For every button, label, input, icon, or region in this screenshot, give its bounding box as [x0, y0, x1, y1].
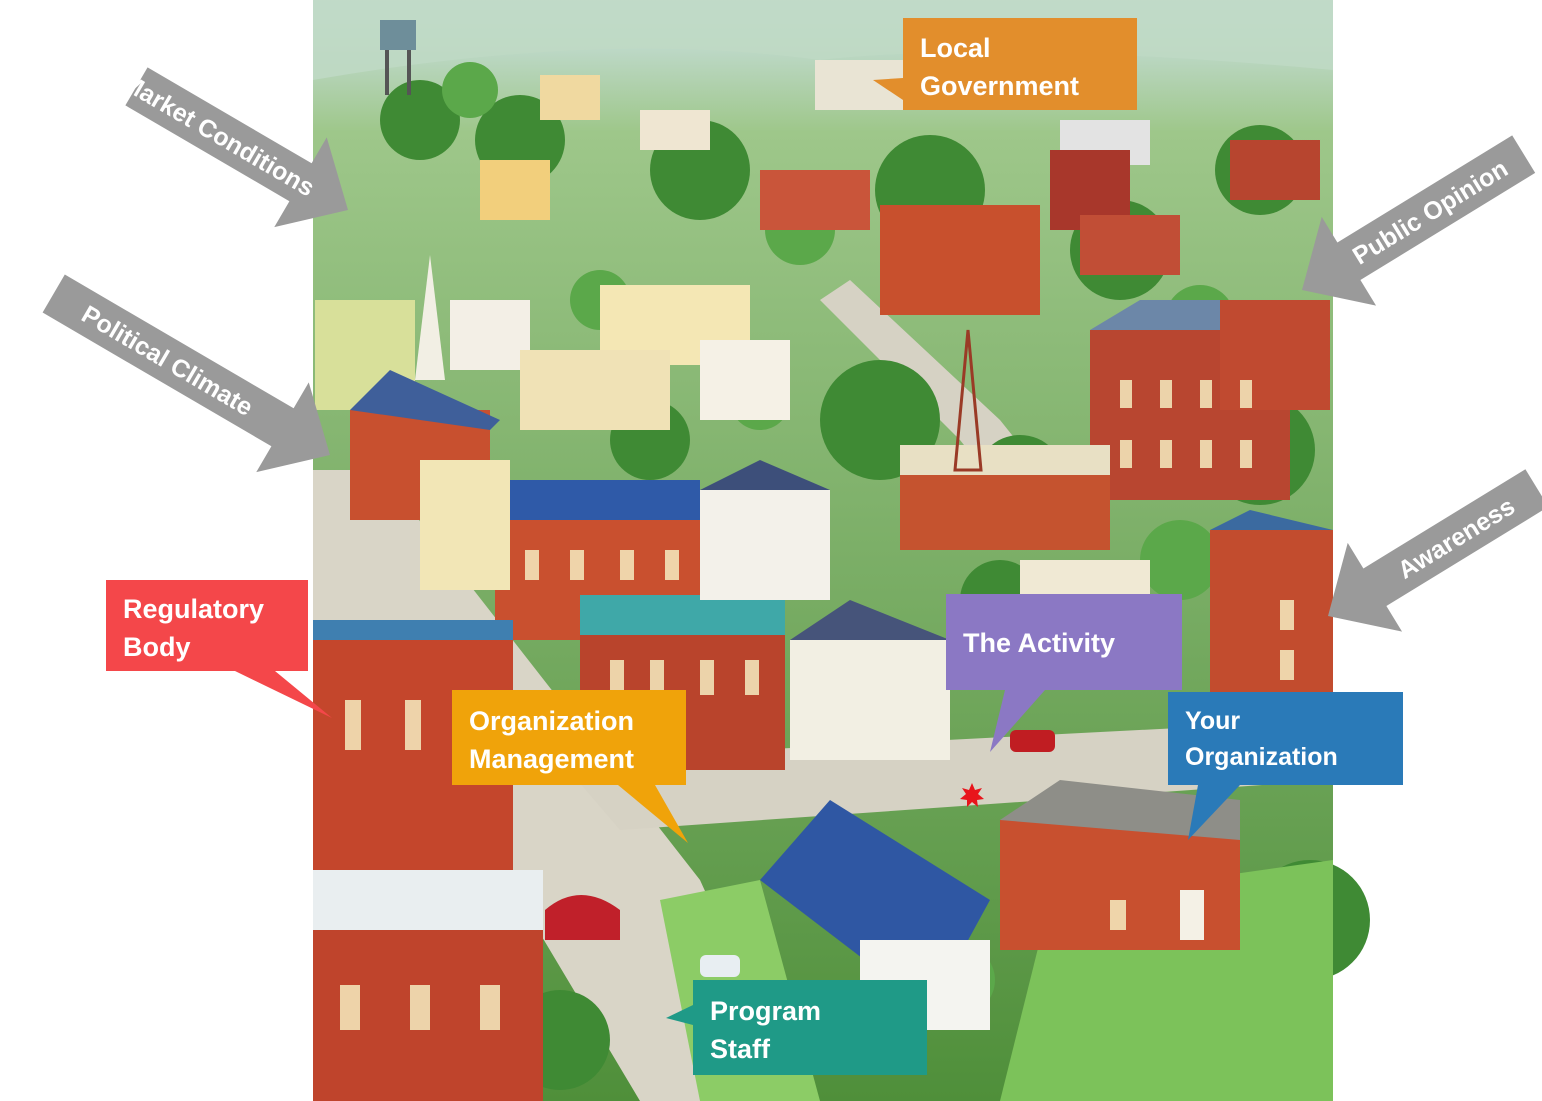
callout-line: Management: [469, 744, 634, 774]
callout-your-organization: Your Organization: [1168, 692, 1403, 840]
activity-star-icon: [960, 783, 984, 807]
arrow-label: Awareness: [1393, 492, 1520, 585]
callout-line: Staff: [710, 1034, 771, 1064]
arrow-label: Political Climate: [77, 300, 258, 422]
callout-organization-management: Organization Management: [452, 690, 688, 843]
arrow-label: Public Opinion: [1348, 154, 1513, 270]
callout-line: Government: [920, 71, 1079, 101]
callout-line: Local: [920, 33, 991, 63]
callout-line: The Activity: [963, 628, 1115, 658]
callout-line: Body: [123, 632, 191, 662]
town-illustration: [313, 0, 1370, 1101]
callout-regulatory-body: Regulatory Body: [106, 580, 332, 718]
callout-line: Organization: [469, 706, 634, 736]
arrow-awareness: Awareness: [1328, 469, 1542, 632]
callout-line: Regulatory: [123, 594, 264, 624]
callout-line: Organization: [1185, 743, 1338, 771]
arrow-label: Market Conditions: [117, 68, 319, 202]
callout-line: Program: [710, 996, 821, 1026]
callout-line: Your: [1185, 707, 1240, 735]
callout-the-activity: The Activity: [946, 594, 1182, 752]
callout-local-government: Local Government: [873, 18, 1137, 110]
callout-program-staff: Program Staff: [666, 980, 927, 1075]
arrow-political-climate: Political Climate: [42, 274, 330, 473]
